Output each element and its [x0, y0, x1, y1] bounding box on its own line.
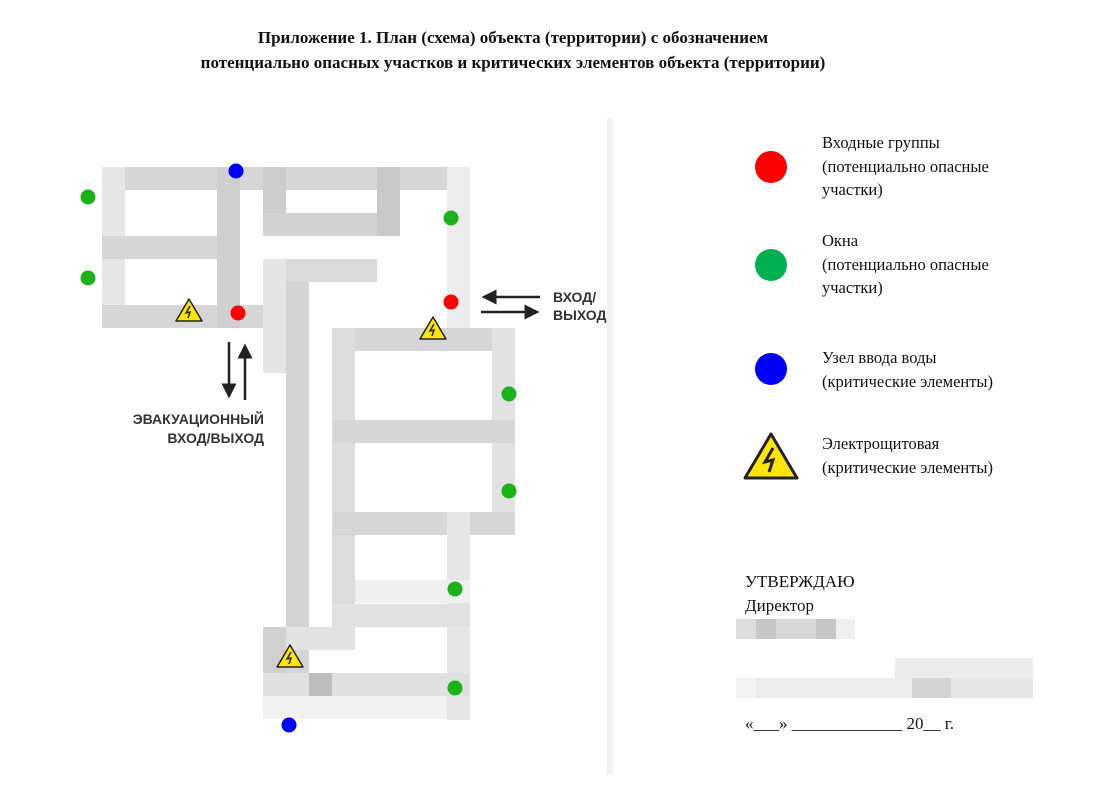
approver-position: Директор: [745, 596, 814, 615]
legend-line: Электрощитовая: [822, 434, 940, 453]
building-walls: [102, 167, 515, 720]
water-inlet-markers: [228, 163, 297, 733]
window-markers: [80, 189, 517, 696]
electric-warning-icon: [743, 432, 799, 480]
approval-date-line: «___» _____________ 20__ г.: [745, 714, 955, 733]
entrance-arrows-icon: [481, 289, 540, 320]
redacted-name: [736, 619, 855, 639]
legend-line: (критические элементы): [822, 457, 994, 477]
evacuation-label: ЭВАКУАЦИОННЫЙ: [133, 410, 264, 427]
green-dot-icon: [501, 386, 517, 402]
blue-dot-icon: [755, 353, 787, 385]
legend-line: Окна: [822, 231, 859, 250]
red-dot-icon: [755, 151, 787, 183]
legend-line: участки): [822, 278, 883, 297]
entrance-label: ВЫХОД: [553, 307, 606, 323]
legend-line: (потенциально опасные: [822, 156, 989, 176]
legend-item-water: Узел ввода воды (критические элементы): [822, 346, 993, 393]
legend-icons: [743, 151, 799, 480]
evacuation-label: ВХОД/ВЫХОД: [167, 430, 264, 446]
green-dot-icon: [447, 680, 463, 696]
legend-line: (критические элементы): [822, 371, 994, 391]
blue-dot-icon: [281, 717, 297, 733]
entrance-markers: [230, 294, 459, 321]
green-dot-icon: [443, 210, 459, 226]
document-title-line1: Приложение 1. План (схема) объекта (терр…: [257, 28, 769, 47]
blue-dot-icon: [228, 163, 244, 179]
green-dot-icon: [755, 249, 787, 281]
green-dot-icon: [447, 581, 463, 597]
red-dot-icon: [230, 305, 246, 321]
green-dot-icon: [501, 483, 517, 499]
legend-line: (потенциально опасные: [822, 254, 989, 274]
legend-line: Входные группы: [822, 133, 940, 152]
red-dot-icon: [443, 294, 459, 310]
approve-heading: УТВЕРЖДАЮ: [745, 572, 855, 591]
legend-item-electrical: Электрощитовая (критические элементы): [822, 432, 993, 479]
green-dot-icon: [80, 270, 96, 286]
legend-item-entrances: Входные группы (потенциально опасные уча…: [822, 131, 989, 202]
redacted-signature: [895, 658, 1033, 678]
entrance-label: ВХОД/: [553, 289, 596, 305]
legend-line: участки): [822, 180, 883, 199]
legend-line: Узел ввода воды: [822, 348, 937, 367]
redacted-signature: [736, 678, 1033, 698]
document-title-line2: потенциально опасных участков и критичес…: [200, 53, 826, 72]
evacuation-arrows-icon: [221, 342, 253, 400]
green-dot-icon: [80, 189, 96, 205]
legend-item-windows: Окна (потенциально опасные участки): [822, 229, 989, 300]
